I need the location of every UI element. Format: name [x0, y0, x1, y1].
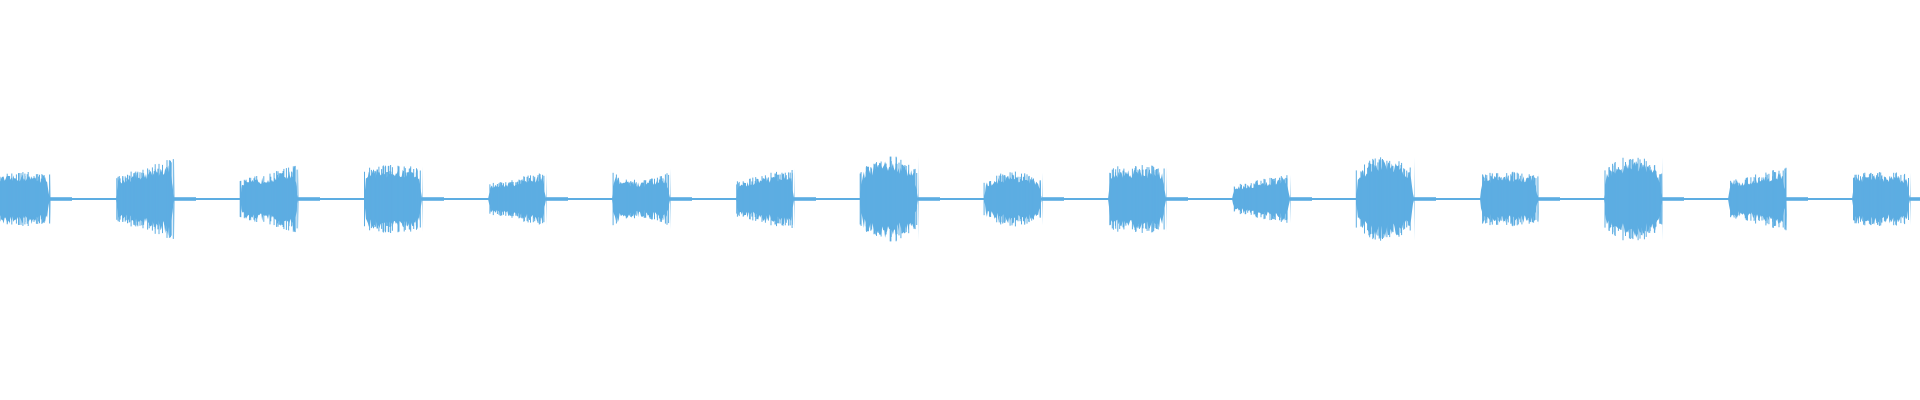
waveform-segment [612, 168, 692, 230]
waveform-segment [0, 172, 72, 226]
waveform-segment [1232, 174, 1312, 224]
waveform-segment [488, 172, 568, 226]
waveform-baseline [0, 198, 1920, 200]
waveform-segment [983, 171, 1064, 227]
waveform-segment [239, 165, 320, 233]
waveform-segment [1108, 165, 1188, 233]
waveform-segment [364, 165, 444, 233]
waveform-segment [116, 159, 196, 239]
waveform-segment [736, 168, 816, 230]
waveform-segment [1604, 157, 1684, 241]
waveform-segment [1728, 167, 1808, 231]
waveform-segment [1480, 171, 1560, 227]
waveform-segment [1852, 172, 1920, 226]
waveform-segment [859, 156, 940, 242]
waveform-segment [1355, 157, 1436, 241]
